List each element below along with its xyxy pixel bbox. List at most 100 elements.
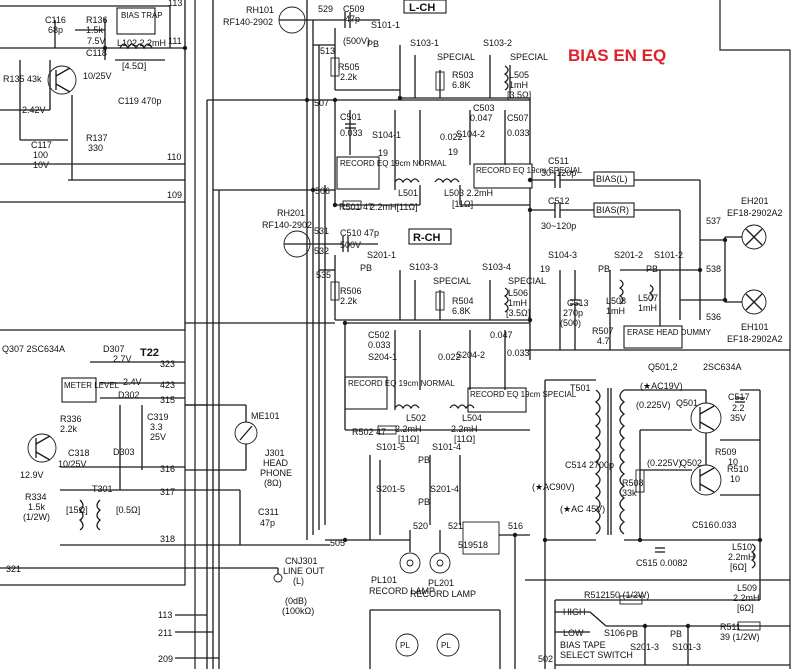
pl-lamp-2-label: PL — [441, 641, 451, 650]
terminal-516: 516 — [508, 521, 523, 531]
r136-value: 1.5k — [86, 25, 104, 35]
r512-value: 150 (1/2W) — [605, 590, 650, 600]
q307-label: Q307 2SC634A — [2, 344, 65, 354]
r510-label: R510 — [727, 464, 749, 474]
record-eq-special-r-label: RECORD EQ 19cm SPECIAL — [470, 390, 577, 399]
eh101-label: EH101 — [741, 322, 769, 332]
c517-voltage: 35V — [730, 413, 746, 423]
l504-label: L504 — [462, 413, 482, 423]
special-label-4: SPECIAL — [508, 276, 546, 286]
s201-5-label: S201-5 — [376, 484, 405, 494]
transistor-q1 — [47, 65, 77, 95]
terminal-109: 109 — [167, 190, 182, 200]
bias-low-label: LOW — [563, 628, 584, 638]
r505-value: 2.2k — [340, 72, 358, 82]
t22-label: T22 — [140, 347, 159, 359]
transistor-q307 — [27, 433, 57, 463]
l504-value: 2.2mH — [451, 424, 478, 434]
terminal-505: 505 — [330, 538, 345, 548]
lch-eq-wiring — [334, 100, 530, 210]
bottom-left-wires — [175, 614, 219, 659]
headphone-head-label: HEAD — [263, 458, 289, 468]
l505-value: 1mH — [509, 80, 528, 90]
v0225-label-2: (0.225V) — [647, 458, 682, 468]
line-out-jack — [273, 573, 283, 583]
pb-label-7: PB — [626, 629, 638, 639]
s103-4-label: S103-4 — [482, 262, 511, 272]
c515-label: C515 — [636, 558, 658, 568]
c119-label: C119 470p — [118, 96, 161, 106]
s103-2-label: S103-2 — [483, 38, 512, 48]
bias-l-label: BIAS(L) — [596, 174, 628, 184]
r334-rating: (1/2W) — [23, 512, 50, 522]
c511-value: 30~120p — [541, 168, 576, 178]
r506-value: 2.2k — [340, 296, 358, 306]
terminal-113-bottom: 113 — [158, 610, 172, 620]
s201-2-label: S201-2 — [614, 250, 643, 260]
c513-label: C513 — [567, 298, 589, 308]
rh101-label: RH101 — [246, 5, 274, 15]
c516-label: C516 — [692, 520, 714, 530]
r510-value: 10 — [730, 474, 740, 484]
lch-top-wiring — [305, 12, 531, 360]
l507-label: L507 — [638, 293, 658, 303]
s104-1-pos-19: 19 — [378, 148, 388, 158]
meter-needle — [239, 425, 253, 441]
q501-2-label: Q501,2 — [648, 362, 678, 372]
bias-l-box — [593, 171, 635, 187]
rh101-record-head — [278, 6, 306, 34]
terminal-113-top: 113 — [168, 0, 182, 8]
terminal-535: 535 — [316, 270, 331, 280]
j301-label: J301 — [265, 448, 285, 458]
c504-value: 0.047 — [490, 330, 513, 340]
terminal-519: 519 — [458, 540, 473, 550]
eh201-label: EH201 — [741, 196, 769, 206]
rch-top-wiring — [310, 236, 530, 324]
record-lamp-pl201 — [429, 552, 451, 574]
l501-label: L501 — [398, 188, 418, 198]
l504-resistance: [11Ω] — [454, 434, 475, 444]
s201-4-label: S201-4 — [430, 484, 459, 494]
terminal-423: 423 — [160, 380, 175, 390]
r136-label: R136 — [86, 15, 108, 25]
l501-value: 2.2mH[11Ω] — [370, 202, 418, 212]
q502-label: Q502 — [680, 458, 702, 468]
s104-3-pos-19: 19 — [540, 264, 550, 274]
terminal-529: 529 — [318, 4, 333, 14]
line-out-level: (0dB) — [285, 596, 307, 606]
voltage-7-5v: 7.5V — [87, 36, 106, 46]
c510-value: 500V — [340, 240, 361, 250]
r334-value: 1.5k — [28, 502, 46, 512]
r508-label: R508 — [622, 478, 644, 488]
diagram-title: BIAS EN EQ — [568, 46, 666, 65]
ac90v-label: (★AC90V) — [532, 482, 575, 492]
c502-label: C502 — [368, 330, 390, 340]
l510-value: 2.2mH — [728, 552, 755, 562]
r334-label: R334 — [25, 492, 47, 502]
s101-5-label: S101-5 — [376, 442, 405, 452]
voltage-2-4v: 2.4V — [123, 377, 142, 387]
pb-label-3: PB — [418, 455, 430, 465]
v0225-label-1: (0.225V) — [636, 400, 671, 410]
r511-label: R511 — [720, 622, 741, 632]
special-label-2: SPECIAL — [510, 52, 548, 62]
d307-label: D307 — [103, 344, 125, 354]
erase-head-dummy-box — [623, 325, 683, 349]
l510-label: L510 — [732, 542, 752, 552]
record-lamp-label-1: RECORD LAMP — [369, 586, 435, 596]
c116-value: 68p — [48, 25, 63, 35]
left-channel-box — [403, 0, 447, 14]
c503-label: C503 — [473, 103, 495, 113]
ac45v-label: (★AC 45V) — [560, 504, 605, 514]
terminal-209: 209 — [158, 654, 173, 664]
l506-value: 1mH — [508, 298, 527, 308]
bias-trimmer-wiring — [530, 172, 701, 320]
s101-1-label: S101-1 — [371, 20, 400, 30]
r503-value: 6.8K — [452, 80, 471, 90]
c501-value: 0.033 — [340, 128, 363, 138]
terminal-507: 507 — [314, 98, 329, 108]
terminal-518: 518 — [473, 540, 488, 550]
terminal-315: 315 — [160, 395, 175, 405]
s104-1-label: S104-1 — [372, 130, 401, 140]
pb-label-4: PB — [418, 497, 430, 507]
